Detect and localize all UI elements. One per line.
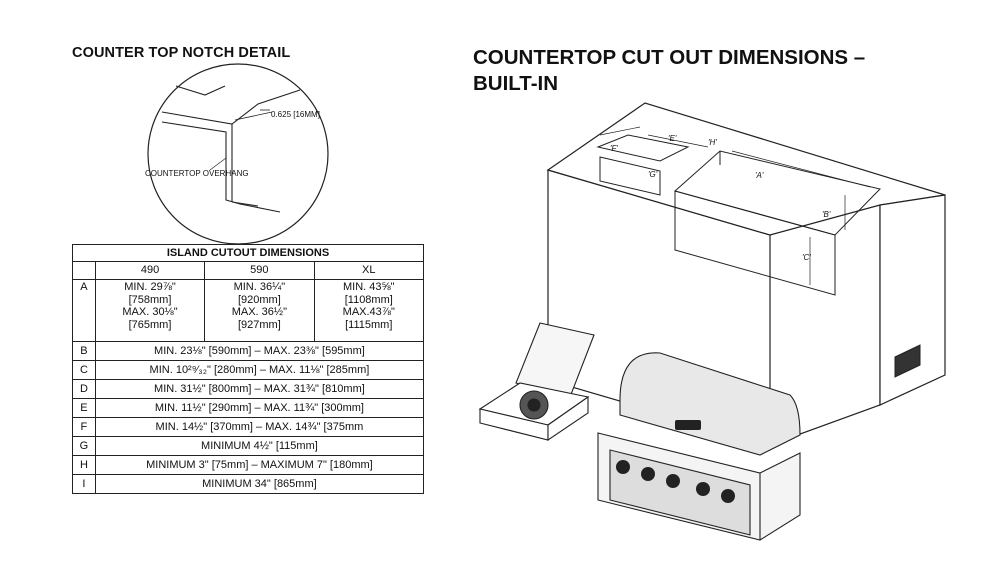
cell-line: [920mm] [237, 293, 281, 306]
row-label: I [72, 474, 96, 494]
vent-grille [894, 344, 921, 378]
detail-circle [147, 63, 329, 245]
row-value: MIN. 23⅛" [590mm] – MAX. 23⅜" [595mm] [94, 341, 425, 361]
row-value: MINIMUM 34" [865mm] [94, 474, 425, 494]
row-a-cell: MIN. 43⅝" [1108mm] MAX.43⅞" [1115mm] [313, 279, 425, 342]
row-label: E [72, 398, 96, 418]
overhang-label: COUNTERTOP OVERHANG [145, 169, 249, 178]
cell-line: [758mm] [128, 293, 172, 306]
table-row: B MIN. 23⅛" [590mm] – MAX. 23⅜" [595mm] [72, 341, 425, 361]
cutout-dimensions-table: ISLAND CUTOUT DIMENSIONS 490 590 XL A MI… [72, 244, 425, 494]
row-value: MIN. 31½" [800mm] – MAX. 31¾" [810mm] [94, 379, 425, 399]
row-value: MIN. 14½" [370mm] – MAX. 14¾" [375mm [94, 417, 425, 437]
row-a-cell: MIN. 29⅞" [758mm] MAX. 30⅛" [765mm] [94, 279, 206, 342]
notch-detail-drawing: 0.625 [16MM] COUNTERTOP OVERHANG [145, 63, 329, 245]
page-title-line2: BUILT-IN [473, 72, 559, 95]
row-label: A [72, 279, 96, 342]
cell-line: MAX.43⅞" [342, 306, 395, 318]
dim-tag-h: 'H' [708, 138, 717, 147]
dim-tag-a: 'A' [755, 171, 764, 180]
table-row: H MINIMUM 3" [75mm] – MAXIMUM 7" [180mm] [72, 455, 425, 475]
dim-tag-g: 'G' [648, 170, 658, 179]
grill-logo [675, 420, 701, 430]
column-header: XL [313, 261, 425, 280]
page-title: COUNTERTOP CUT OUT DIMENSIONS – BUILT-IN [473, 45, 865, 97]
island-cutout-drawing: 'F' 'G' 'E' 'H' 'A' 'B' 'C' [478, 102, 946, 541]
table-row: C MIN. 10²⁹⁄₃₂" [280mm] – MAX. 11⅛" [285… [72, 360, 425, 380]
row-a-cell: MIN. 36¼" [920mm] MAX. 36½" [927mm] [204, 279, 315, 342]
dim-tag-e: 'E' [668, 134, 677, 143]
row-value: MINIMUM 4½" [115mm] [94, 436, 425, 456]
dim-tag-b: 'B' [822, 210, 831, 219]
dim-tag-f: 'F' [610, 144, 618, 153]
row-label: F [72, 417, 96, 437]
table-row: F MIN. 14½" [370mm] – MAX. 14¾" [375mm [72, 417, 425, 437]
grill-cutout [673, 150, 881, 296]
column-header: 590 [204, 261, 315, 280]
column-header: 490 [94, 261, 206, 280]
cell-line: [765mm] [128, 318, 172, 331]
row-label: C [72, 360, 96, 380]
table-row: E MIN. 11½" [290mm] – MAX. 11¾" [300mm] [72, 398, 425, 418]
cell-line: [1108mm] [344, 293, 393, 306]
row-value: MINIMUM 3" [75mm] – MAXIMUM 7" [180mm] [94, 455, 425, 475]
page-title-line1: COUNTERTOP CUT OUT DIMENSIONS – [473, 46, 866, 69]
cell-line: MAX. 36½" [231, 306, 287, 318]
row-value: MIN. 10²⁹⁄₃₂" [280mm] – MAX. 11⅛" [285mm… [94, 360, 425, 380]
row-label: D [72, 379, 96, 399]
row-label: H [72, 455, 96, 475]
notch-dim-label: 0.625 [16MM] [271, 110, 320, 119]
table-row: A MIN. 29⅞" [758mm] MAX. 30⅛" [765mm] MI… [72, 279, 425, 342]
table-title: ISLAND CUTOUT DIMENSIONS [72, 244, 424, 262]
cell-line: [1115mm] [345, 318, 393, 331]
cell-line: MAX. 30⅛" [122, 306, 178, 318]
grill-knobs [616, 460, 735, 503]
table-row: I MINIMUM 34" [865mm] [72, 474, 425, 494]
table-row: D MIN. 31½" [800mm] – MAX. 31¾" [810mm] [72, 379, 425, 399]
cell-line: MIN. 29⅞" [124, 281, 176, 293]
side-burner-unit [478, 322, 595, 442]
counter-edge-lines [161, 85, 301, 213]
cell-line: [927mm] [237, 318, 281, 331]
notch-detail-title: COUNTER TOP NOTCH DETAIL [72, 45, 291, 61]
dimension-lines [599, 126, 871, 285]
cell-line: MIN. 43⅝" [342, 281, 395, 293]
table-row: G MINIMUM 4½" [115mm] [72, 436, 425, 456]
row-label: G [72, 436, 96, 456]
cell-line: MIN. 36¼" [233, 281, 286, 293]
row-value: MIN. 11½" [290mm] – MAX. 11¾" [300mm] [94, 398, 425, 418]
dim-tag-c: 'C' [802, 253, 811, 262]
row-label: B [72, 341, 96, 361]
side-burner-cutout [596, 134, 690, 196]
table-corner-cell [72, 261, 96, 280]
